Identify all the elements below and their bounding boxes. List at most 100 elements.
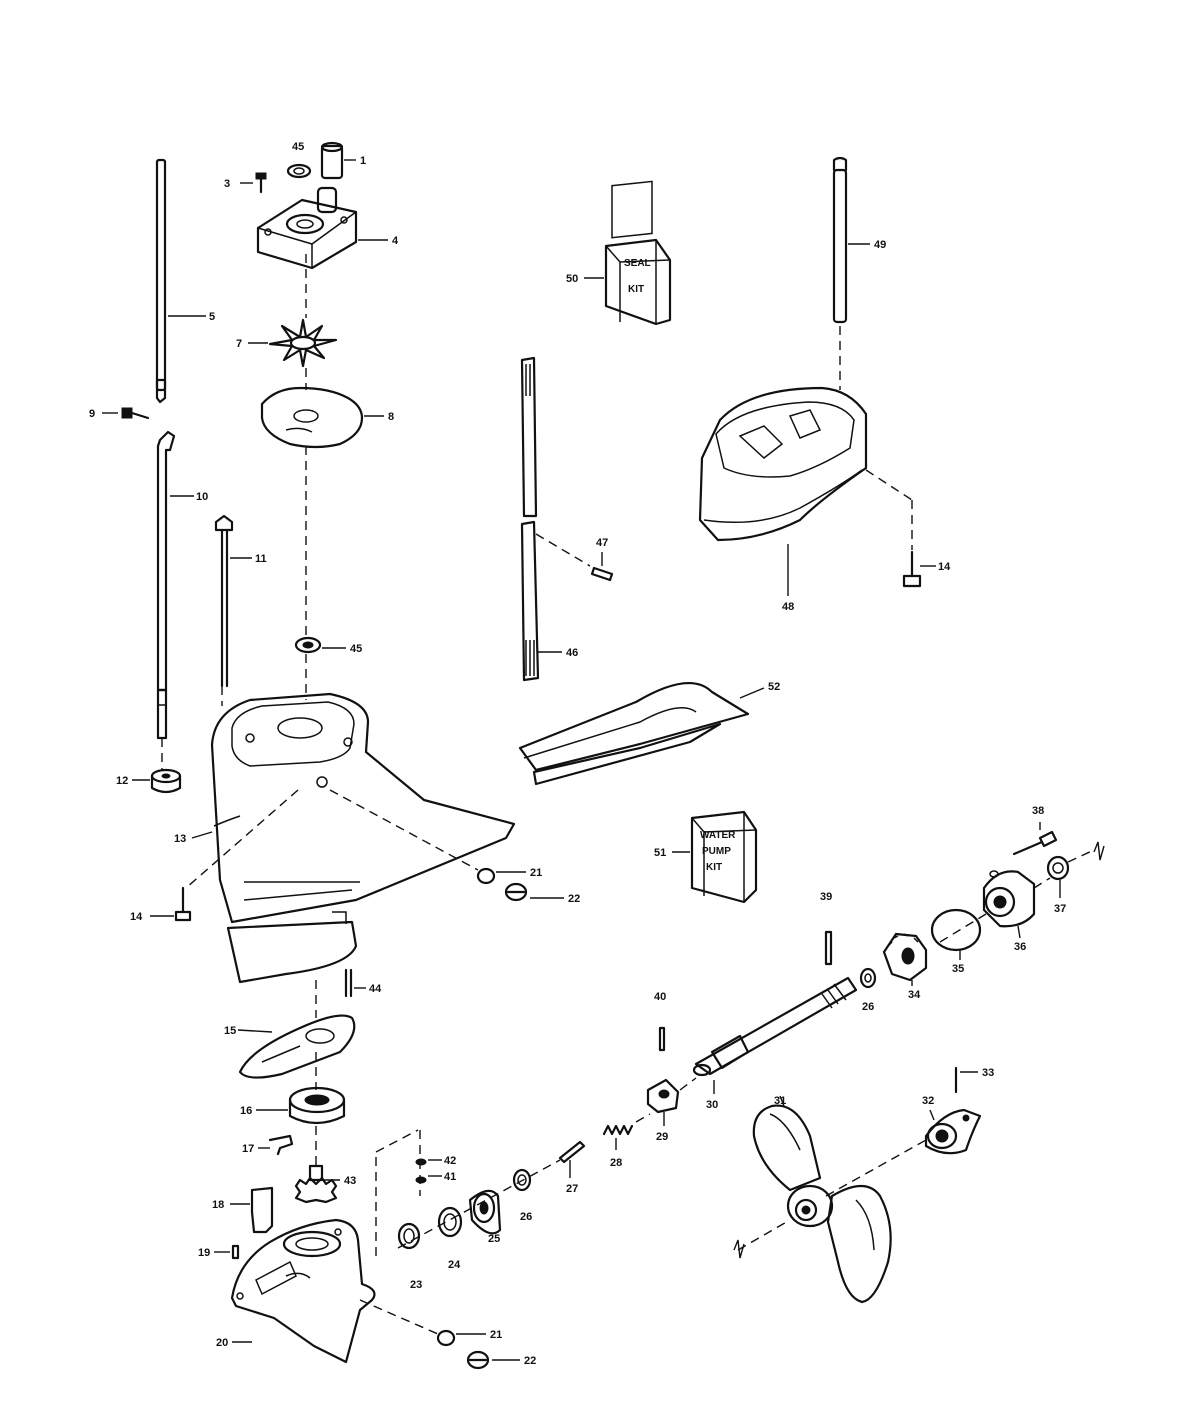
callout-25: 25	[488, 1233, 500, 1245]
part-21-washer-lower	[436, 1329, 486, 1347]
callout-22-lower: 22	[524, 1355, 536, 1367]
part-31-propeller	[752, 1095, 892, 1304]
callout-42: 42	[444, 1155, 456, 1167]
part-22-screw-lower	[466, 1350, 520, 1370]
part-26-washer-upper	[859, 967, 877, 989]
callout-7: 7	[236, 338, 242, 350]
callout-12: 12	[116, 775, 128, 787]
callout-22-upper: 22	[568, 893, 580, 905]
callout-10: 10	[196, 491, 208, 503]
callout-26-upper: 26	[862, 1001, 874, 1013]
part-11-stud	[214, 514, 252, 688]
callout-20: 20	[216, 1337, 228, 1349]
part-14-bolt-right	[902, 550, 936, 588]
part-16-bearing	[256, 1086, 346, 1125]
callout-23: 23	[410, 1279, 422, 1291]
part-10-shift-rod	[156, 430, 194, 740]
callout-37: 37	[1054, 903, 1066, 915]
callout-45-top: 45	[292, 141, 304, 153]
part-22-screw-upper	[504, 882, 564, 902]
callout-15: 15	[224, 1025, 236, 1037]
part-3-screw	[240, 172, 267, 194]
seal-kit-label-line2: KIT	[628, 284, 644, 295]
callout-24: 24	[448, 1259, 461, 1271]
part-45-seal-lower	[294, 636, 346, 654]
callout-13: 13	[174, 833, 186, 845]
callout-11: 11	[255, 553, 267, 565]
part-20-gearcase	[230, 1218, 376, 1364]
part-13-driveshaft-housing	[191, 692, 516, 984]
part-36-bearing-carrier	[982, 870, 1036, 939]
part-15-gasket	[237, 1014, 356, 1079]
part-37-seal	[1046, 855, 1070, 898]
callout-27: 27	[566, 1183, 578, 1195]
part-19-pin	[214, 1244, 240, 1260]
part-12-grommet	[132, 768, 182, 794]
part-14-bolt-left	[150, 886, 192, 922]
seal-kit-label-line1: SEAL	[624, 258, 651, 269]
callout-26-lower: 26	[520, 1211, 532, 1223]
callout-44: 44	[369, 983, 382, 995]
callout-32: 32	[922, 1095, 934, 1107]
part-24-thrust-bearing	[437, 1206, 463, 1238]
callout-39: 39	[820, 891, 832, 903]
pump-kit-label-line3: KIT	[706, 862, 722, 873]
part-1-tube	[320, 141, 356, 180]
callout-29: 29	[656, 1131, 668, 1143]
part-38-screw	[1012, 822, 1058, 856]
callout-30: 30	[706, 1099, 718, 1111]
pump-kit-label-line2: PUMP	[702, 846, 731, 857]
callout-31: 31	[774, 1095, 786, 1107]
callout-49: 49	[874, 239, 886, 251]
part-27-pin	[558, 1140, 586, 1178]
callout-5: 5	[209, 311, 215, 323]
callout-48: 48	[782, 601, 794, 613]
callout-4: 4	[392, 235, 399, 247]
assembly-lines	[161, 254, 1095, 1335]
callout-45-lower: 45	[350, 643, 362, 655]
part-39-pin	[824, 930, 833, 966]
part-52-decal	[518, 681, 765, 786]
part-45-seal-top	[286, 163, 312, 179]
part-44-stud	[344, 968, 366, 998]
part-49-tube	[832, 156, 870, 324]
callout-35: 35	[952, 963, 964, 975]
callout-50: 50	[566, 273, 578, 285]
part-23-washer	[397, 1222, 421, 1250]
part-40-pin	[658, 1026, 666, 1052]
part-7-impeller	[248, 318, 338, 368]
part-48-exhaust-housing	[698, 386, 868, 596]
part-33-cotter-pin	[954, 1066, 978, 1094]
callout-1: 1	[360, 155, 366, 167]
part-32-nose-cone	[924, 1108, 982, 1155]
callout-14-left: 14	[130, 911, 143, 923]
part-26-washer-lower	[512, 1168, 532, 1192]
part-17-clip	[258, 1134, 294, 1156]
part-4-pump-housing	[256, 186, 388, 270]
part-35-o-ring	[930, 908, 982, 960]
callout-8: 8	[388, 411, 394, 423]
callout-3: 3	[224, 178, 230, 190]
pump-kit-label-line1: WATER	[700, 830, 736, 841]
part-5-shift-rod	[155, 158, 206, 404]
callout-18: 18	[212, 1199, 224, 1211]
part-46-driveshaft	[520, 356, 562, 682]
callout-52: 52	[768, 681, 780, 693]
callout-36: 36	[1014, 941, 1026, 953]
part-9-screw	[102, 407, 150, 420]
callout-41: 41	[444, 1171, 456, 1183]
part-25-gear	[468, 1189, 502, 1235]
part-8-plate	[260, 386, 384, 449]
part-50-seal-kit	[584, 180, 672, 326]
callout-46: 46	[566, 647, 578, 659]
callout-21-lower: 21	[490, 1329, 502, 1341]
callout-38: 38	[1032, 805, 1044, 817]
callout-14-right: 14	[938, 561, 951, 573]
callout-16: 16	[240, 1105, 252, 1117]
callout-17: 17	[242, 1143, 254, 1155]
callout-19: 19	[198, 1247, 210, 1259]
part-43-pinion	[294, 1164, 340, 1204]
callout-21-upper: 21	[530, 867, 542, 879]
part-18-bracket	[230, 1186, 274, 1234]
